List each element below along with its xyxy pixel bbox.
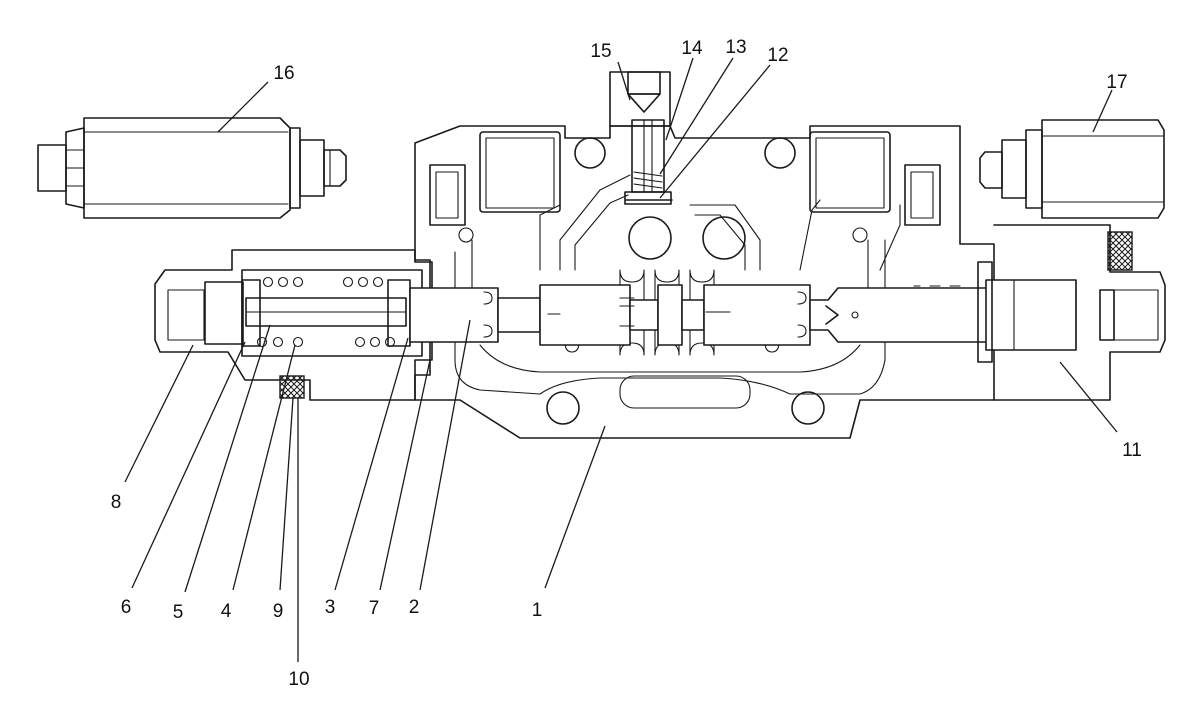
callout-2: 2 bbox=[409, 597, 420, 618]
callout-10: 10 bbox=[288, 669, 309, 690]
callout-labels: 1 2 3 4 5 6 7 8 9 10 11 12 13 14 15 16 1… bbox=[111, 37, 1142, 690]
callout-8: 8 bbox=[111, 492, 122, 513]
relief-valve-assembly bbox=[609, 71, 673, 205]
callout-16: 16 bbox=[273, 63, 294, 84]
plug-assembly-16 bbox=[37, 117, 347, 219]
callout-6: 6 bbox=[121, 597, 132, 618]
side-plug-left bbox=[429, 164, 466, 226]
callout-14: 14 bbox=[681, 38, 703, 59]
callout-7: 7 bbox=[369, 598, 380, 619]
callout-4: 4 bbox=[221, 601, 232, 622]
o-ring-10 bbox=[279, 375, 305, 399]
callout-13: 13 bbox=[725, 37, 746, 58]
valve-body bbox=[414, 125, 995, 439]
left-spring bbox=[256, 276, 396, 348]
side-plug-right bbox=[904, 164, 941, 226]
callout-1: 1 bbox=[532, 600, 543, 621]
callout-9: 9 bbox=[273, 601, 284, 622]
callout-11: 11 bbox=[1122, 440, 1142, 461]
main-spool bbox=[409, 279, 1077, 351]
spring-guide-rod bbox=[245, 297, 407, 327]
leader-lines bbox=[124, 57, 1118, 662]
callout-3: 3 bbox=[325, 597, 336, 618]
callout-12: 12 bbox=[767, 45, 788, 66]
right-end-cap bbox=[977, 224, 1166, 401]
top-cavity-right bbox=[809, 131, 891, 213]
plug-assembly-17 bbox=[979, 119, 1165, 219]
callout-15: 15 bbox=[590, 41, 611, 62]
spring-seat-left bbox=[241, 279, 261, 347]
callout-17: 17 bbox=[1106, 72, 1127, 93]
top-cavity-left bbox=[479, 131, 561, 213]
callout-5: 5 bbox=[173, 602, 184, 623]
